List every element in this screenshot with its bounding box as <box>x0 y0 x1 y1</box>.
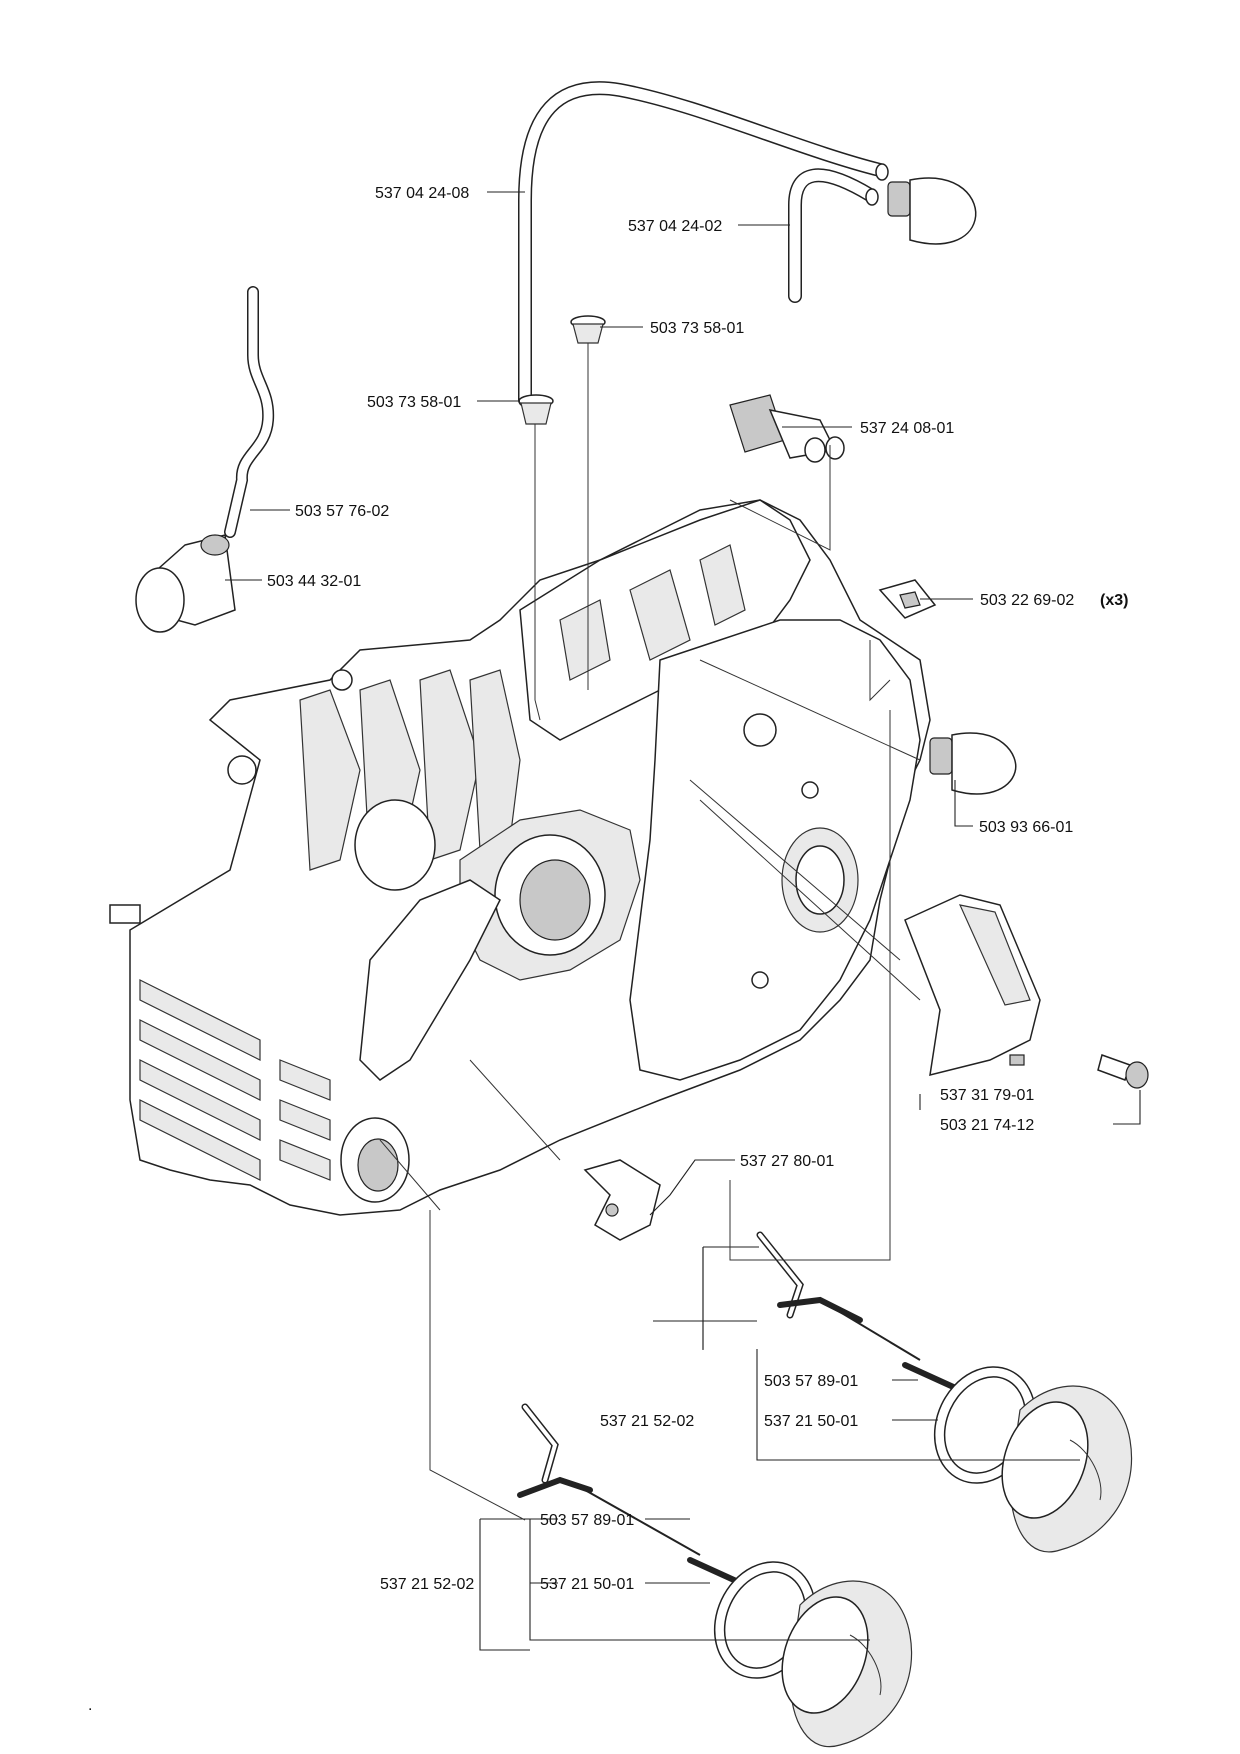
cap-assembly-a-drawing <box>756 1231 1133 1553</box>
label-clip-qty: (x3) <box>1100 592 1128 609</box>
part-labels: 537 04 24-08 537 04 24-02 503 73 58-01 5… <box>88 185 1128 1714</box>
label-cap-b-assembly: 537 21 52-02 <box>380 1576 474 1593</box>
label-cap-a-seal: 537 21 50-01 <box>764 1413 858 1430</box>
label-bracket: 537 27 80-01 <box>740 1153 834 1170</box>
label-primer-bulb: 503 93 66-01 <box>979 819 1073 836</box>
label-hose-long: 537 04 24-08 <box>375 185 469 202</box>
page-mark: . <box>88 1697 92 1714</box>
label-hose-short: 537 04 24-02 <box>628 218 722 235</box>
label-clip: 503 22 69-02 <box>980 592 1074 609</box>
cap-assembly-b-drawing <box>517 1403 913 1748</box>
label-cap-b-retainer: 503 57 89-01 <box>540 1512 634 1529</box>
label-fuel-pipe: 503 57 76-02 <box>295 503 389 520</box>
cover-drawing <box>904 894 1041 1077</box>
leader-lines <box>225 191 1141 1651</box>
label-cap-a-retainer: 503 57 89-01 <box>764 1373 858 1390</box>
primer-bulb-top-drawing <box>887 177 977 245</box>
primer-bulb-drawing <box>929 732 1017 795</box>
fitting-drawing <box>729 394 845 463</box>
label-cap-b-seal: 537 21 50-01 <box>540 1576 634 1593</box>
label-fuel-filter: 503 44 32-01 <box>267 573 361 590</box>
label-fitting: 537 24 08-01 <box>860 420 954 437</box>
label-grommet-left: 503 73 58-01 <box>367 394 461 411</box>
fuel-hose-long-drawing <box>518 81 889 407</box>
fuel-filter-drawing <box>135 534 236 633</box>
clip-drawing <box>878 579 937 619</box>
fuel-pipe-drawing <box>224 286 275 538</box>
grommet-left-drawing <box>518 394 554 425</box>
screw-drawing <box>1097 1054 1149 1089</box>
label-cover: 537 31 79-01 <box>940 1087 1034 1104</box>
fuel-hose-short-drawing <box>788 168 879 303</box>
leader-line <box>479 1519 530 1651</box>
label-grommet-top: 503 73 58-01 <box>650 320 744 337</box>
bracket-drawing <box>583 1159 661 1241</box>
grommet-top-drawing <box>570 315 606 344</box>
label-screw: 503 21 74-12 <box>940 1117 1034 1134</box>
crankcase-drawing <box>109 499 931 1216</box>
label-cap-a-assembly: 537 21 52-02 <box>600 1413 694 1430</box>
